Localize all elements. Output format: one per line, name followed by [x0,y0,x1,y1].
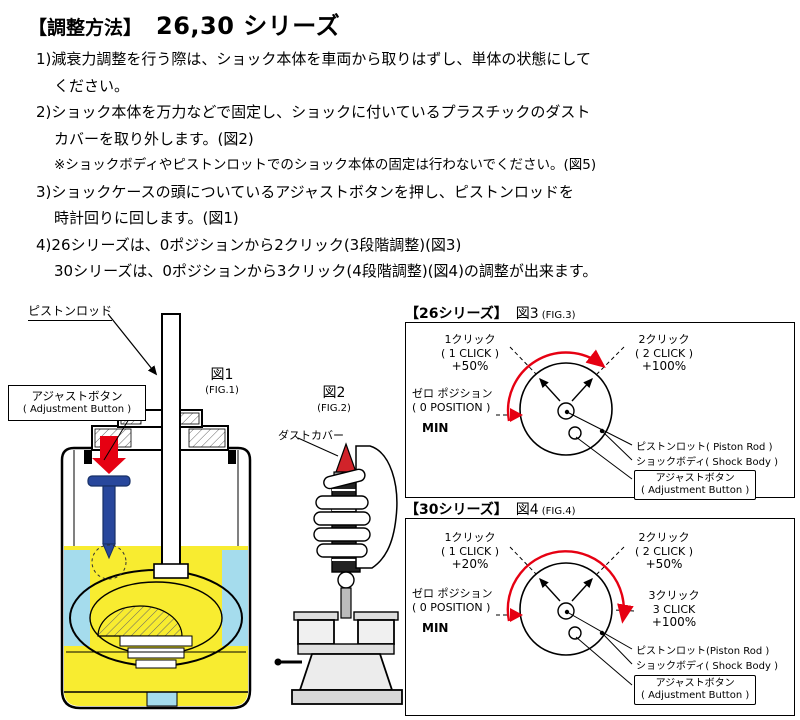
instruction-note: ※ショックボディやピストンロットでのショック本体の固定は行わないでください。(図… [54,157,597,173]
fig2-number-sub: (FIG.2) [317,403,351,414]
press-arrow [92,436,126,474]
page-title: 【調整方法】 26,30 シリーズ [28,6,340,41]
rotation-arrow [506,349,606,422]
click2-label: 2クリック ( 2 CLICK ) +50% [634,531,694,571]
instruction-line: 4)26シリーズは、0ポジションから2クリック(3段階調整)(図3) [36,235,462,254]
zero-position-label: ゼロ ポジション ( 0 POSITION ) [412,387,493,414]
instruction-line: 1)減衰力調整を行う際は、ショック本体を車両から取りはずし、単体の状態にして [36,50,591,68]
fig2-dust-cover-removal [274,437,403,705]
instruction-line: 3)ショックケースの頭についているアジャストボタンを押し、ピストンロッドを [36,182,574,201]
min-label: MIN [422,621,449,635]
adjustment-button-en: ( Adjustment Button ) [22,404,132,415]
fig1-shock-cross-section [60,313,252,710]
piston-rod-label: ピストンロッド [28,302,113,321]
panel26: 1クリック ( 1 CLICK ) +50% 2クリック ( 2 CLICK )… [405,322,795,500]
panel26-series: 【26シリーズ】 [405,306,508,322]
fig1-number-sub: (FIG.1) [205,385,239,396]
dust-cover-label: ダストカバー [278,429,344,442]
dial-30 [496,546,635,686]
instructions: 1)減衰力調整を行う際は、ショック本体を車両から取りはずし、単体の状態にして く… [36,46,792,285]
dial-circle [519,562,613,656]
dial-26 [496,346,633,480]
fig2-caption: 図2 (FIG.2) [306,386,362,416]
title-series: 26,30 シリーズ [156,12,341,40]
adjustment-button-jp: アジャストボタン [31,389,123,403]
fig1-number: 図1 [210,367,234,383]
gas-region-bottom [146,691,178,707]
fig2-number: 図2 [322,385,346,401]
hand [313,445,398,569]
adjust-button-part-label: アジャストボタン ( Adjustment Button ) [634,675,757,705]
fig1-caption: 図1 (FIG.1) [192,368,252,398]
click1-label: 1クリック ( 1 CLICK ) +50% [440,333,500,373]
shock-body-part-label: ショックボディ( Shock Body ) [636,457,778,468]
title-method: 【調整方法】 [28,17,143,39]
panel26-fig: 図3 [515,306,539,322]
click2-label: 2クリック ( 2 CLICK ) +100% [634,333,694,373]
adjust-button-dot [568,626,582,640]
instruction-line: 30シリーズは、0ポジションから3クリック(4段階調整)(図4)の調整が出来ます… [54,262,598,280]
instruction-line: 時計回りに回します。(図1) [54,209,239,227]
zero-position-label: ゼロ ポジション ( 0 POSITION ) [412,587,493,614]
instruction-line: 2)ショック本体を万力などで固定し、ショックに付いているプラスチックのダスト [36,103,591,121]
shock-body-part-label: ショックボディ( Shock Body ) [636,661,778,672]
instruction-line: カバーを取り外します。(図2) [54,129,254,148]
piston-rod-pointer [107,313,158,376]
panel30-series: 【30シリーズ】 [405,502,508,518]
panel30-fig-sub: (FIG.4) [541,506,576,517]
rotation-arrow [506,550,634,624]
piston-rod-part-label: ピストンロット( Piston Rod ) [636,442,773,453]
adjust-button-dot [568,426,582,440]
panel30-fig: 図4 [515,502,539,518]
min-label: MIN [422,421,449,435]
piston-rod-part-label: ピストンロット(Piston Rod ) [636,646,770,657]
dust-cover-pointer [297,437,339,457]
adjustment-button-callout: アジャストボタン ( Adjustment Button ) [8,385,146,421]
panel26-fig-sub: (FIG.3) [541,310,576,321]
piston-rod [153,313,189,579]
dial-circle [519,362,613,456]
panel26-title: 【26シリーズ】 図3 (FIG.3) [405,303,576,323]
zero-position-marker [510,608,523,622]
click1-label: 1クリック ( 1 CLICK ) +20% [440,531,500,571]
instruction-line: ください。 [54,76,130,95]
panel30: 1クリック ( 1 CLICK ) +20% 2クリック ( 2 CLICK )… [405,518,795,716]
adjust-button-part-label: アジャストボタン ( Adjustment Button ) [634,470,757,500]
adjustment-needle [87,475,131,580]
zero-position-marker [510,408,523,422]
panel30-title: 【30シリーズ】 図4 (FIG.4) [405,499,576,519]
click3-label: 3クリック 3 CLICK +100% [648,589,700,629]
vise [274,611,403,705]
